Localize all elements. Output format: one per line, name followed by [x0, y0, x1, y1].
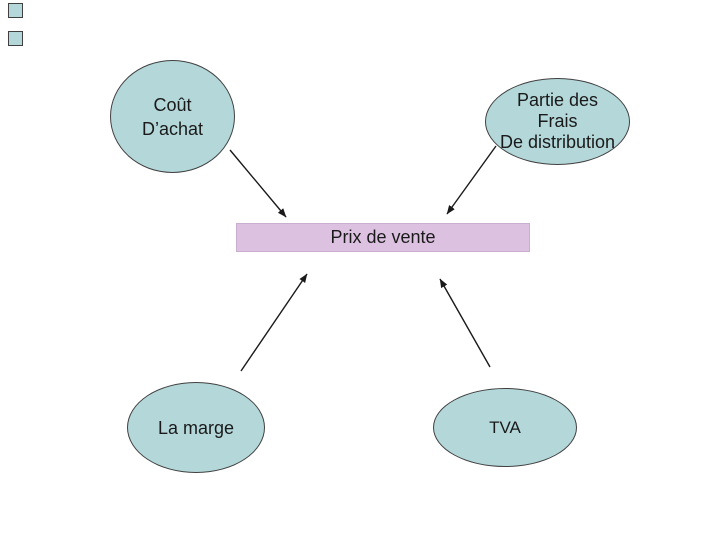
node-ellipse-tva: TVA: [433, 388, 577, 467]
node-ellipse-cout-achat: Coût D’achat: [110, 60, 235, 173]
prix-de-vente-label: Prix de vente: [330, 227, 436, 247]
node-label-line: Frais: [537, 111, 578, 131]
node-label-line: De distribution: [499, 132, 616, 152]
node-label-line: D’achat: [141, 118, 204, 139]
node-label-line: Coût: [153, 94, 192, 115]
node-label-line: TVA: [489, 417, 521, 437]
node-label-line: Partie des: [516, 90, 599, 110]
node-ellipse-partie-des-frais: Partie des Frais De distribution: [485, 78, 630, 165]
arrow-partie-to-prix: [446, 145, 497, 215]
node-label-line: La marge: [157, 417, 235, 438]
arrow-tva-to-prix: [439, 278, 491, 368]
decor-square-top: [8, 3, 23, 18]
node-ellipse-la-marge: La marge: [127, 382, 265, 473]
arrow-marge-to-prix: [240, 273, 308, 372]
decor-square-bottom: [8, 31, 23, 46]
prix-de-vente-box: Prix de vente: [236, 223, 530, 252]
arrow-cout-to-prix: [229, 149, 287, 218]
